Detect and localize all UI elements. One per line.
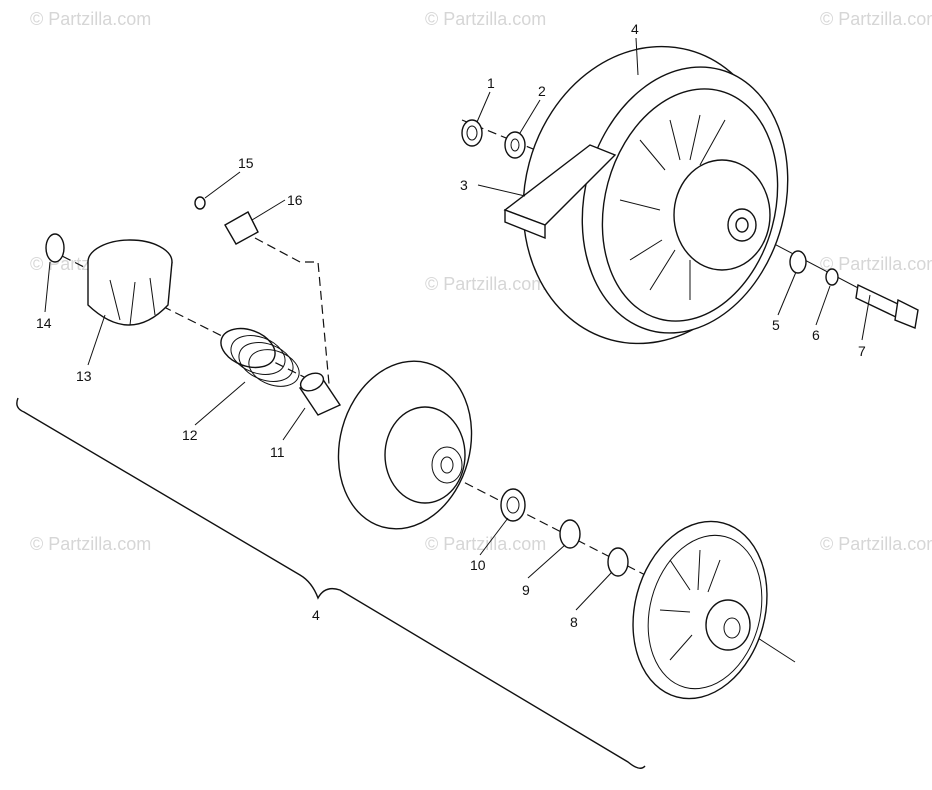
assembly-bracket <box>16 397 646 769</box>
fixed-sheave <box>632 520 768 700</box>
assembled-driven-clutch <box>522 45 789 345</box>
screw-and-button <box>194 196 259 245</box>
callout-11: 11 <box>270 444 285 460</box>
watermark-text: © Partzilla.com <box>30 534 151 554</box>
washers-top <box>461 119 526 159</box>
callout-9: 9 <box>522 582 530 598</box>
watermark-text: © Partzilla.com <box>820 254 932 274</box>
callout-7: 7 <box>858 343 866 359</box>
part-10-bushing <box>500 488 526 522</box>
callout-5: 5 <box>772 317 780 333</box>
part-2-washer <box>504 131 526 159</box>
callout-8: 8 <box>570 614 578 630</box>
watermark-text: © Partzilla.com <box>820 534 932 554</box>
part-12-spring <box>220 327 300 387</box>
part-9-washer <box>559 519 581 549</box>
part-6-lockwasher <box>825 268 839 286</box>
callout-14: 14 <box>36 315 52 331</box>
callouts: 1 2 3 4 5 6 7 8 9 10 11 12 13 14 15 16 4 <box>36 21 866 630</box>
callout-12: 12 <box>182 427 198 443</box>
part-11-bushing <box>298 372 342 416</box>
callout-3: 3 <box>460 177 468 193</box>
part-16-button <box>224 211 259 245</box>
watermark-text: © Partzilla.com <box>425 534 546 554</box>
drive-belt <box>503 144 617 240</box>
callout-6: 6 <box>812 327 820 343</box>
part-7-bolt <box>855 283 901 320</box>
watermark-text: © Partzilla.com <box>30 9 151 29</box>
watermark-text: © Partzilla.com <box>425 274 546 294</box>
callout-2: 2 <box>538 83 546 99</box>
part-15-screw <box>194 196 206 210</box>
leader-lines <box>44 37 871 611</box>
callout-4-top: 4 <box>631 21 639 37</box>
part-5-washer <box>789 250 807 274</box>
callout-10: 10 <box>470 557 486 573</box>
callout-15: 15 <box>238 155 254 171</box>
watermark-text: © Partzilla.com <box>820 9 932 29</box>
part-1-washer <box>461 119 483 147</box>
watermark-text: © Partzilla.com <box>425 9 546 29</box>
part-13-cam <box>87 239 173 326</box>
callout-16: 16 <box>287 192 303 208</box>
callout-13: 13 <box>76 368 92 384</box>
movable-sheave <box>337 360 473 530</box>
part-8-washer <box>607 547 629 577</box>
callout-4-bottom: 4 <box>312 607 320 623</box>
part-14-snap-ring <box>45 233 65 263</box>
callout-1: 1 <box>487 75 495 91</box>
bolt-assembly <box>789 250 919 329</box>
